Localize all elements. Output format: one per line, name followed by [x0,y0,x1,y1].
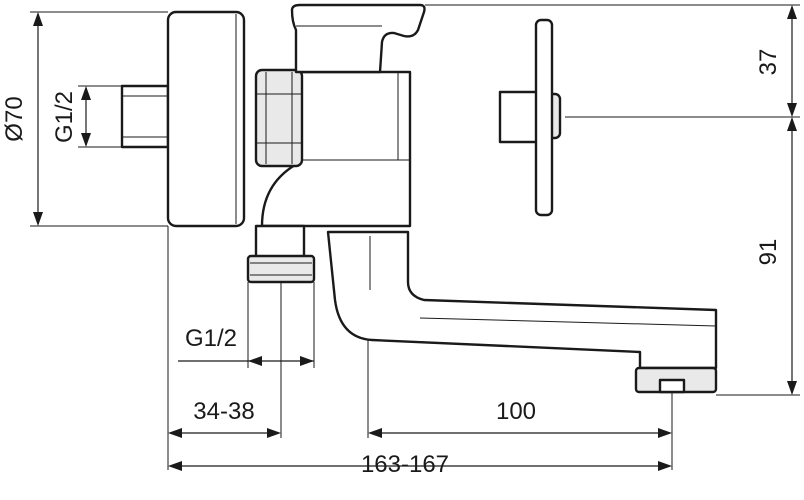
label-inlet-thread: G1/2 [51,91,78,143]
faucet-outline [120,3,718,394]
diverter-stem [498,90,542,144]
dimension-lines [33,5,797,471]
label-spout-reach: 100 [496,398,536,425]
label-height-bottom: 91 [755,239,782,266]
lever-handle [290,3,426,74]
dimension-labels: Ø70 G1/2 37 91 G1/2 34-38 100 163-167 [1,49,782,478]
spout [326,230,718,370]
outlet-thread [246,254,316,284]
label-outlet-thread: G1/2 [185,325,237,352]
label-total-depth: 163-167 [361,451,449,478]
wall-rosette [166,10,246,228]
label-height-top: 37 [755,49,782,76]
hex-nut [254,68,304,168]
label-body-diameter: Ø70 [1,96,28,141]
cross-handle [534,18,554,217]
inlet-pipe [120,84,170,149]
outlet-neck [254,224,306,260]
extension-lines [30,4,800,470]
label-wall-offset: 34-38 [193,398,254,425]
